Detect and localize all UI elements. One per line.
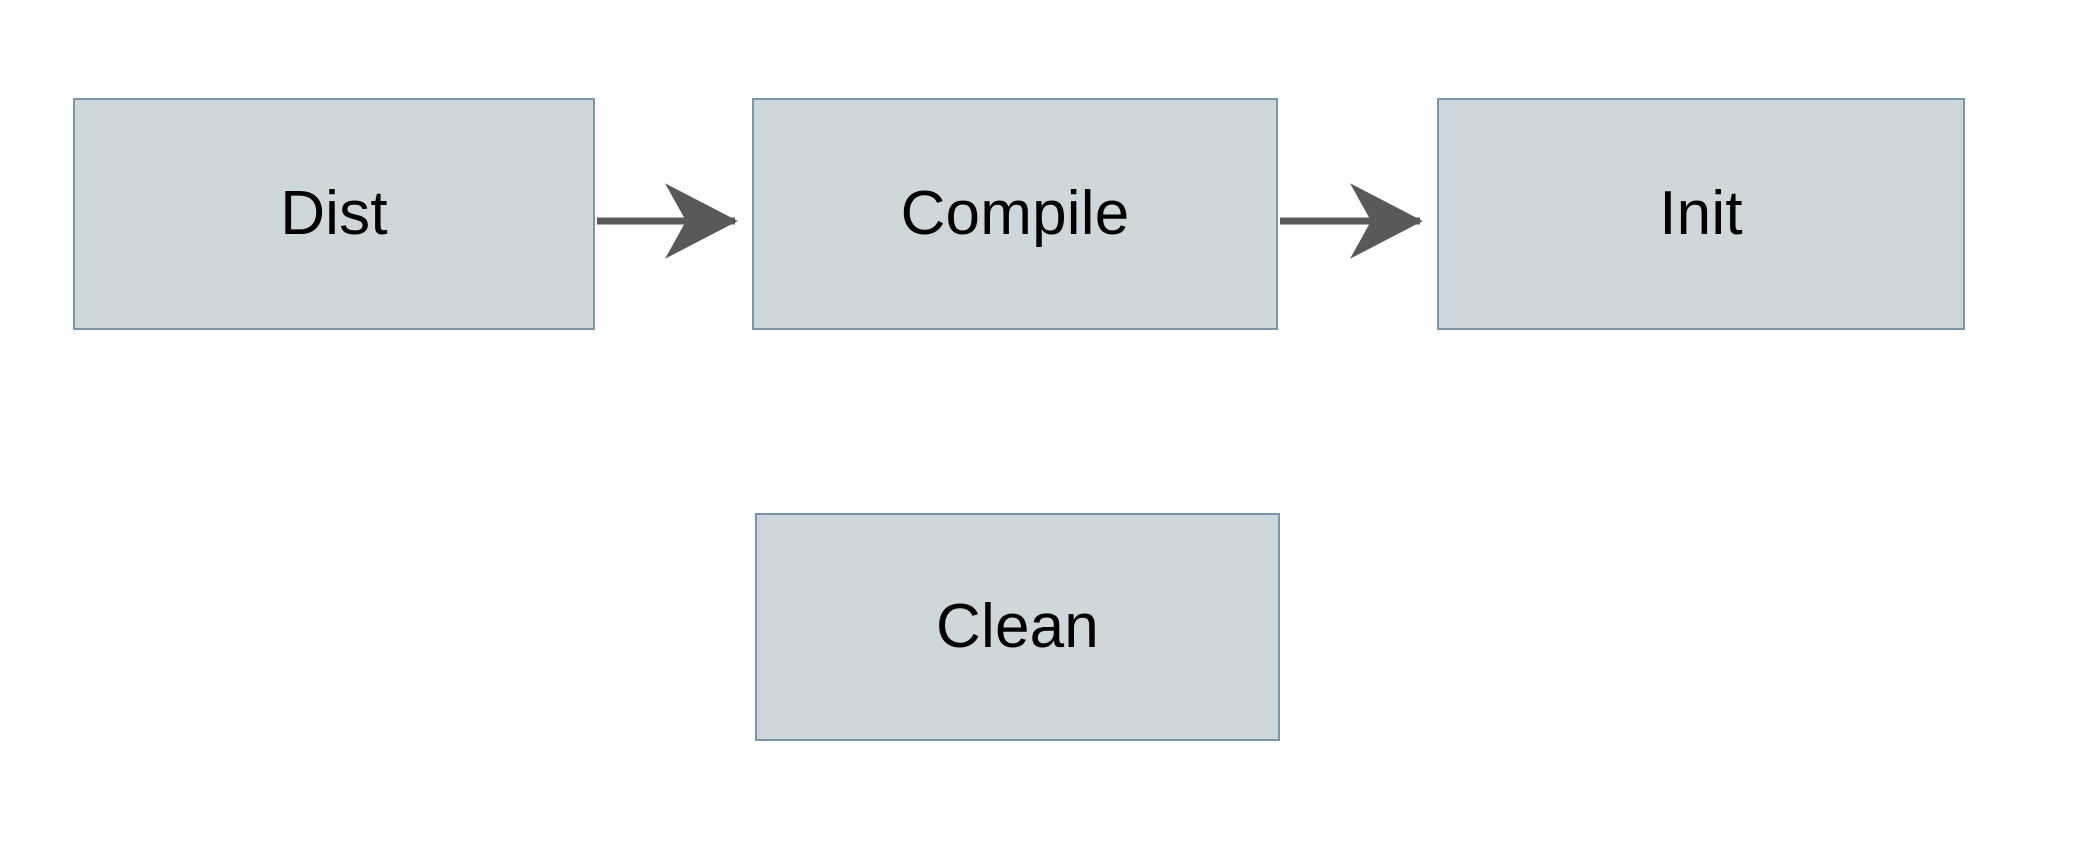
node-clean[interactable]: Clean	[755, 513, 1280, 741]
node-init-label: Init	[1659, 179, 1743, 248]
node-compile[interactable]: Compile	[752, 98, 1278, 330]
node-compile-label: Compile	[900, 179, 1130, 248]
node-clean-label: Clean	[936, 592, 1099, 661]
node-dist-label: Dist	[280, 179, 388, 248]
node-dist[interactable]: Dist	[73, 98, 595, 330]
node-init[interactable]: Init	[1437, 98, 1965, 330]
